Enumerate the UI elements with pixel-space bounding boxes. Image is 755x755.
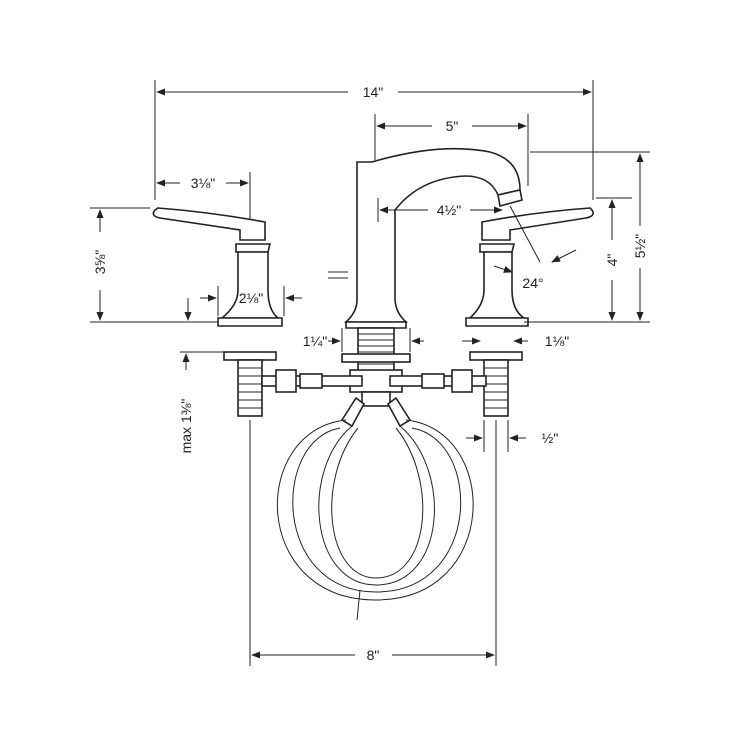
- dim-overall-width: 14": [363, 84, 384, 100]
- dim-overall-height: 5½": [632, 234, 648, 258]
- left-valve-body: [223, 351, 277, 417]
- dim-spout-reach: 5": [446, 118, 459, 134]
- right-valve-body: [469, 351, 523, 417]
- dim-spout-projection: 4½": [437, 202, 461, 218]
- dim-spout-shank: 1¼": [303, 333, 327, 349]
- dim-max-deck: max 1⅜": [178, 399, 194, 454]
- dim-handle-height: 3⅝": [92, 250, 108, 274]
- right-handle: [465, 207, 594, 327]
- dim-handle-shank: 1⅛": [545, 333, 569, 349]
- dim-angle: 24°: [522, 275, 543, 291]
- dimension-lines: [90, 80, 650, 666]
- left-handle: [152, 207, 283, 327]
- dim-handle-base: 2⅛": [239, 290, 263, 306]
- spout-threaded-shank: [341, 327, 411, 407]
- connection-hoses: [261, 369, 487, 621]
- dim-handle-reach: 3⅛": [191, 175, 215, 191]
- spout: [328, 147, 523, 329]
- dim-inlet: ½": [542, 430, 559, 446]
- dim-centers: 8": [367, 647, 380, 663]
- dim-deck-to-spout: 4": [604, 254, 620, 267]
